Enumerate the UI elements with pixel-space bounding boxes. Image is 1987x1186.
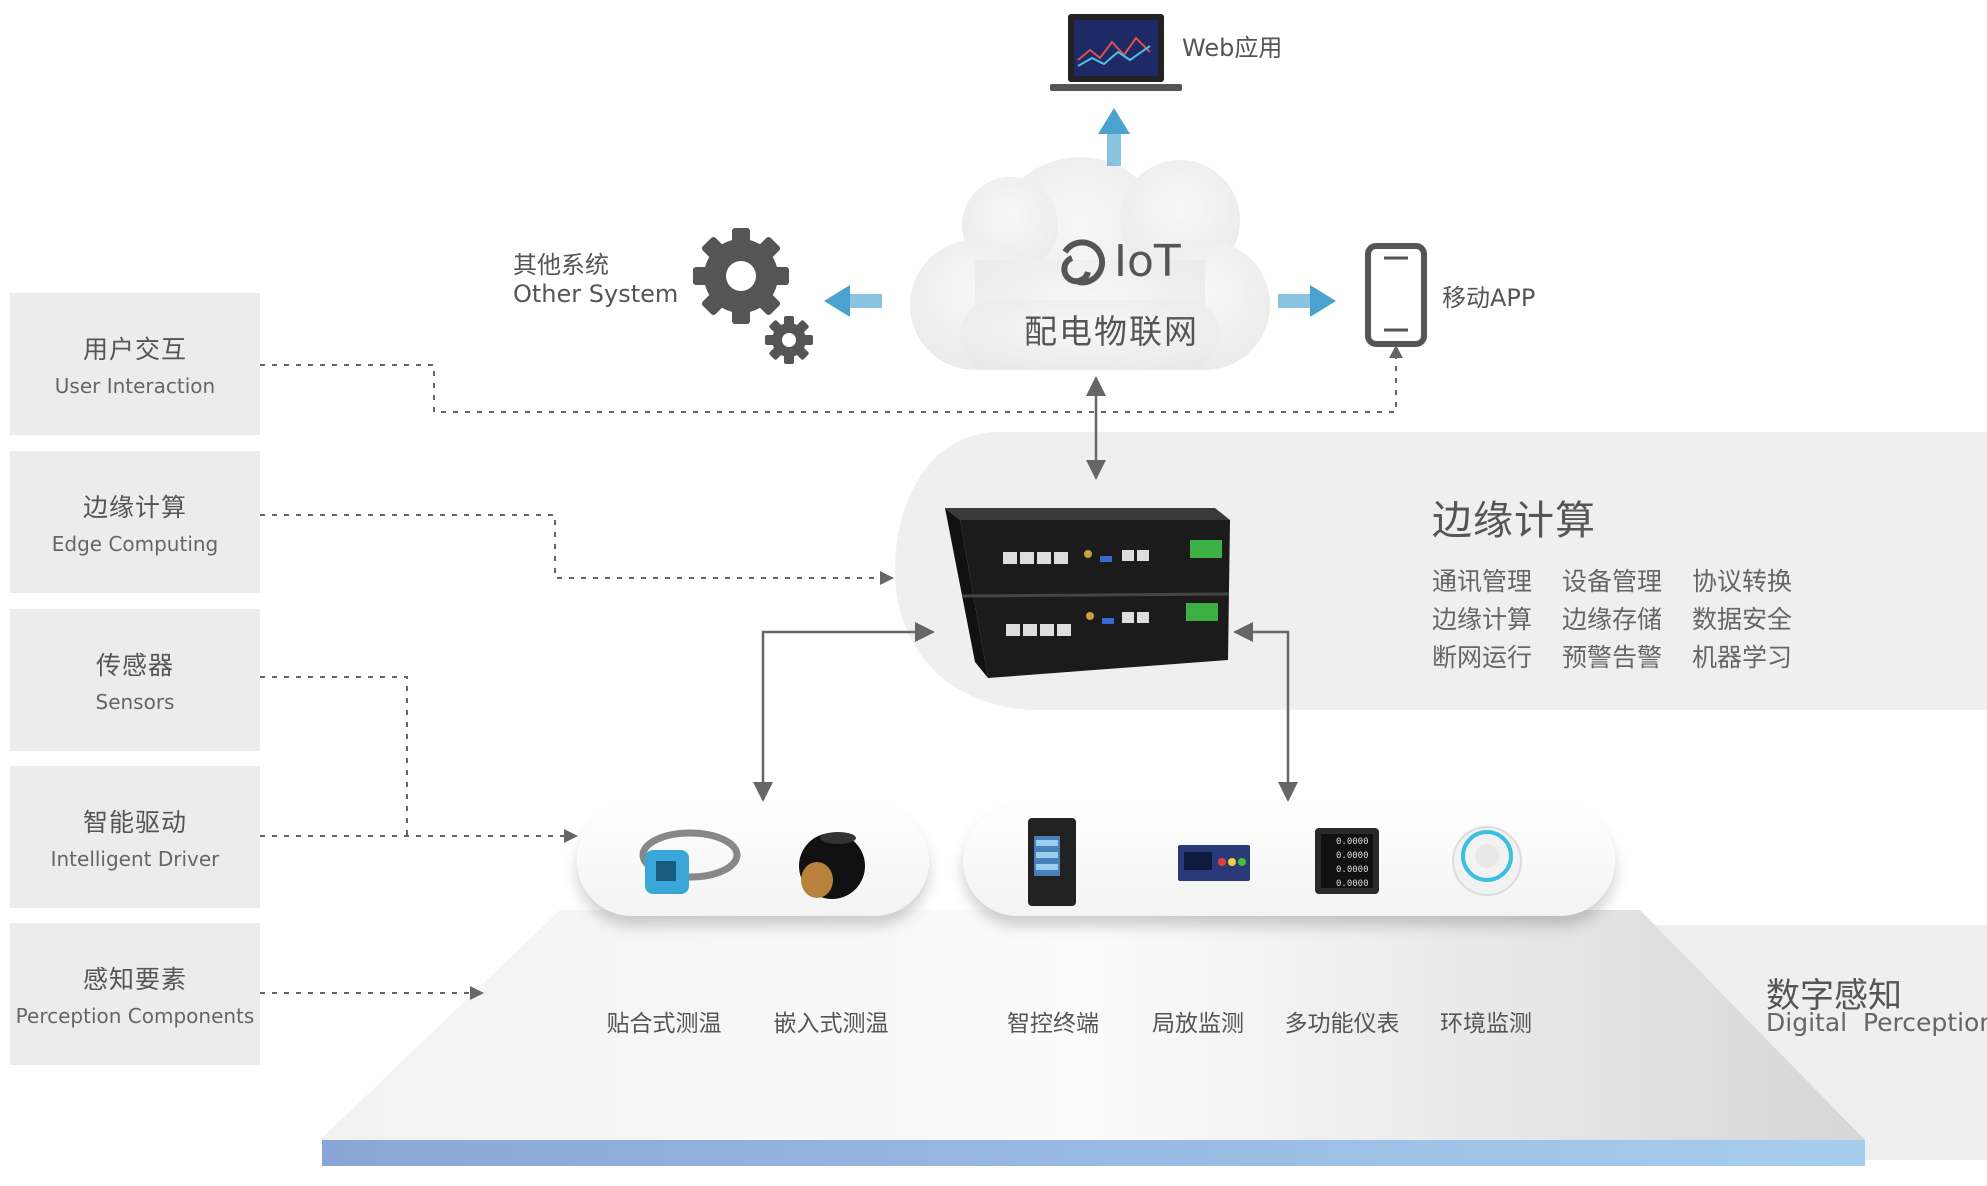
phone-icon xyxy=(1365,243,1427,347)
connector-user-interaction xyxy=(260,356,1397,413)
feature-item: 通讯管理 xyxy=(1432,567,1533,596)
edge-right-link xyxy=(1233,622,1298,802)
meter-reading: 0.0000 xyxy=(1336,879,1369,889)
feature-item: 数据安全 xyxy=(1692,605,1793,634)
blue-arrow-left xyxy=(824,285,882,317)
cloud-iot-label: IoT xyxy=(1114,236,1181,287)
left-label-cn: 传感器 xyxy=(95,651,174,680)
meter-reading: 0.0000 xyxy=(1336,865,1369,875)
left-label-intelligent-driver: 智能驱动 Intelligent Driver xyxy=(10,766,260,908)
edge-title: 边缘计算 xyxy=(1432,498,1596,544)
device-label-meter: 多功能仪表 xyxy=(1284,1011,1400,1037)
left-label-en: Perception Components xyxy=(15,1004,255,1028)
feature-item: 断网运行 xyxy=(1432,643,1533,672)
blue-arrow-right xyxy=(1278,285,1336,317)
left-label-sensors: 传感器 Sensors xyxy=(10,609,260,751)
gear-icon-small xyxy=(765,316,813,364)
digital-perception-en: Digital Perception xyxy=(1766,1008,1987,1037)
connector-sensors xyxy=(260,676,408,836)
left-label-cn: 感知要素 xyxy=(82,965,187,994)
cloud-subtitle: 配电物联网 xyxy=(1024,312,1199,351)
edge-features: 通讯管理 设备管理 协议转换 边缘计算 边缘存储 数据安全 断网运行 预警告警 … xyxy=(1432,562,1802,676)
base-bar xyxy=(322,1140,1865,1166)
feature-item: 设备管理 xyxy=(1562,567,1663,596)
left-label-edge-computing: 边缘计算 Edge Computing xyxy=(10,451,260,593)
blue-arrow-up xyxy=(1098,108,1130,166)
left-label-en: Intelligent Driver xyxy=(50,847,220,871)
device-label-clamp: 贴合式测温 xyxy=(606,1011,722,1037)
device-label-environment: 环境监测 xyxy=(1440,1011,1532,1037)
feature-item: 边缘计算 xyxy=(1432,605,1533,634)
feature-item: 协议转换 xyxy=(1692,567,1793,596)
solid-connectors xyxy=(753,376,1298,802)
sensor-pill xyxy=(577,806,929,916)
embedded-sensor-icon xyxy=(799,832,865,899)
device-label-terminal: 智控终端 xyxy=(1007,1011,1099,1037)
left-label-user-interaction: 用户交互 User Interaction xyxy=(10,293,260,435)
left-label-en: Sensors xyxy=(95,690,175,714)
left-label-cn: 用户交互 xyxy=(82,335,187,364)
arrowhead-user xyxy=(1389,345,1403,358)
feature-row: 边缘计算 边缘存储 数据安全 xyxy=(1432,600,1802,638)
left-label-en: User Interaction xyxy=(54,374,216,398)
web-app-label: Web应用 xyxy=(1182,34,1283,62)
arrowhead-edge xyxy=(880,571,894,585)
environment-sensor-icon xyxy=(1452,826,1522,896)
dotted-connectors xyxy=(260,356,1397,994)
clamp-sensor-icon xyxy=(639,829,741,894)
digital-perception-cn: 数字感知 xyxy=(1766,976,1902,1016)
mobile-app-label: 移动APP xyxy=(1442,284,1536,312)
meter-reading: 0.0000 xyxy=(1336,837,1369,847)
laptop-icon xyxy=(1050,14,1182,91)
device-label-discharge: 局放监测 xyxy=(1152,1011,1244,1037)
discharge-monitor-icon xyxy=(1178,845,1250,881)
perception-pyramid xyxy=(320,910,1865,1140)
edge-left-link xyxy=(753,622,935,802)
feature-item: 边缘存储 xyxy=(1562,605,1663,634)
feature-item: 预警告警 xyxy=(1562,643,1663,672)
gear-icon-large xyxy=(693,228,789,324)
connector-edge-computing xyxy=(260,514,880,579)
meter-reading: 0.0000 xyxy=(1336,851,1369,861)
left-label-cn: 边缘计算 xyxy=(82,493,187,522)
arrowhead-perception xyxy=(470,986,484,1000)
left-label-perception-components: 感知要素 Perception Components xyxy=(10,923,260,1065)
left-label-cn: 智能驱动 xyxy=(82,808,187,837)
device-label-embedded: 嵌入式测温 xyxy=(773,1011,889,1037)
smart-terminal-icon xyxy=(1028,818,1076,906)
left-label-en: Edge Computing xyxy=(51,532,219,556)
arrowhead-driver xyxy=(564,829,578,843)
other-system-en-label: Other System xyxy=(513,280,679,308)
edge-gateway-device xyxy=(945,508,1230,678)
multifunction-meter-icon: 0.0000 0.0000 0.0000 0.0000 xyxy=(1315,828,1379,894)
other-system-cn-label: 其他系统 xyxy=(513,251,609,279)
feature-row: 断网运行 预警告警 机器学习 xyxy=(1432,638,1802,676)
iot-logo-icon xyxy=(1061,239,1106,286)
feature-row: 通讯管理 设备管理 协议转换 xyxy=(1432,562,1802,600)
feature-item: 机器学习 xyxy=(1692,643,1793,672)
